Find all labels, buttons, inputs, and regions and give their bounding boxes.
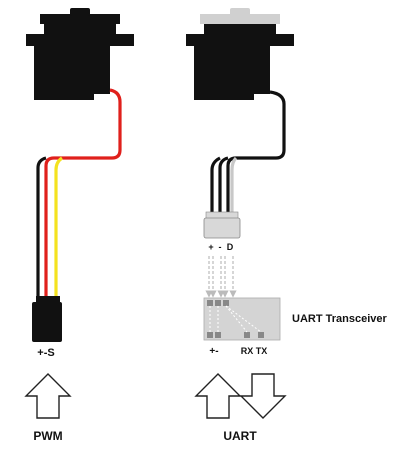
pwm-wire-red bbox=[44, 88, 122, 300]
uart-plug-arrows bbox=[205, 256, 237, 298]
uart-wire-middle bbox=[218, 156, 229, 214]
pwm-servo-horn bbox=[40, 14, 120, 24]
uart-servo-horn bbox=[200, 14, 280, 24]
uart-transceiver-board bbox=[203, 297, 281, 341]
uart-pin-plus: + bbox=[208, 242, 213, 252]
pwm-up-arrow bbox=[24, 373, 72, 419]
uart-servo bbox=[186, 8, 294, 100]
uart-pin-data: D bbox=[227, 242, 234, 252]
uart-rxtx-label: RX TX bbox=[241, 346, 268, 356]
uart-pin-minus: - bbox=[219, 242, 222, 252]
uart-servo-body bbox=[194, 42, 254, 100]
pwm-connector-label: +-S bbox=[37, 347, 54, 359]
uart-wire-outer bbox=[226, 90, 286, 214]
uart-down-arrow bbox=[239, 373, 287, 419]
uart-wire-inner bbox=[210, 156, 221, 214]
uart-arrow-label: UART bbox=[223, 429, 257, 443]
uart-up-arrow bbox=[194, 373, 242, 419]
uart-wires bbox=[210, 90, 286, 214]
pwm-wire-black bbox=[36, 156, 47, 300]
pwm-servo-body bbox=[34, 42, 94, 100]
uart-wire-gray bbox=[230, 156, 238, 214]
uart-transceiver-title: UART Transceiver bbox=[292, 313, 387, 325]
pwm-connector bbox=[32, 296, 62, 342]
pwm-wires bbox=[36, 88, 122, 300]
pwm-wire-yellow bbox=[54, 156, 63, 300]
uart-power-label: +- bbox=[209, 346, 218, 357]
uart-connector bbox=[203, 211, 241, 239]
pwm-arrow-label: PWM bbox=[33, 429, 62, 443]
pwm-servo bbox=[26, 8, 134, 100]
